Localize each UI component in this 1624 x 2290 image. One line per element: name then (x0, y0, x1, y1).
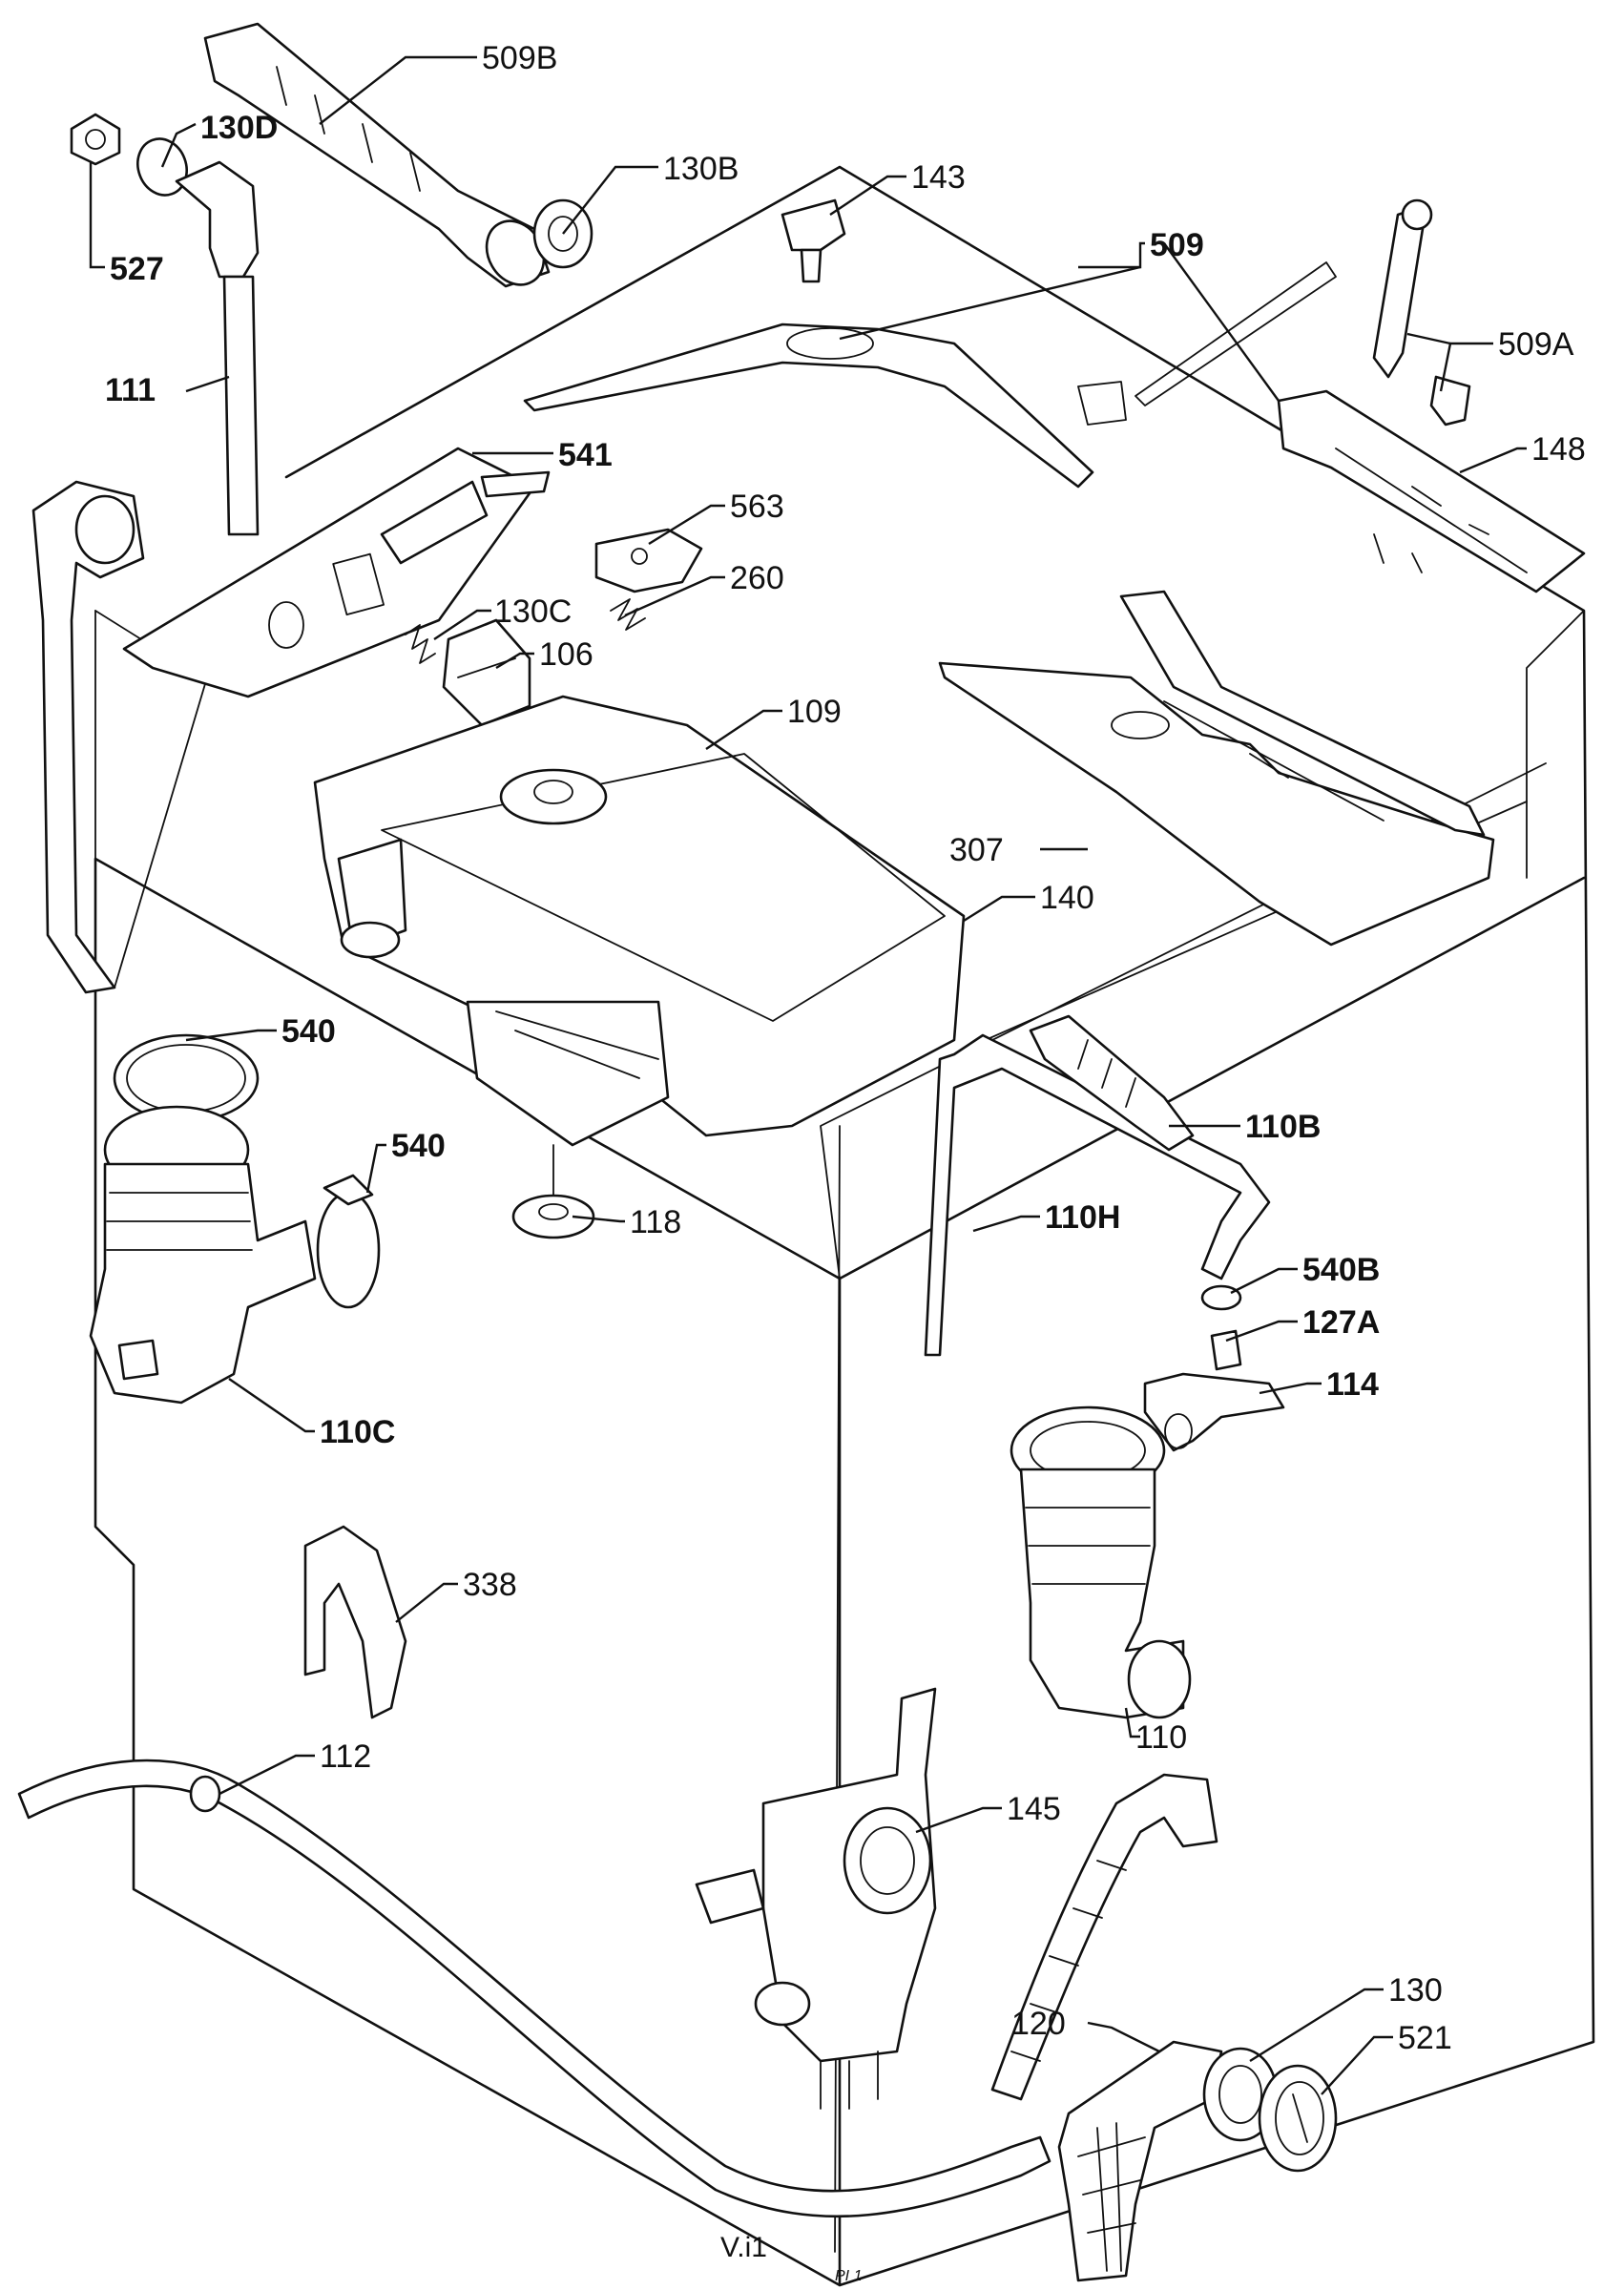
label-130c: 130C (494, 593, 572, 630)
hose-111 (31, 160, 260, 994)
leader-lines (89, 55, 1527, 2095)
footer-version: V.i1 (720, 2232, 767, 2263)
label-509: 509 (1150, 227, 1204, 263)
sump-bellows-110 (1010, 1405, 1192, 1719)
label-541: 541 (558, 437, 613, 473)
label-130d: 130D (200, 110, 278, 146)
label-148: 148 (1531, 431, 1586, 468)
knob-143 (781, 198, 846, 283)
link-509a (1372, 198, 1471, 427)
clamp-540 (323, 1174, 374, 1206)
clip-338 (303, 1525, 407, 1719)
impeller-118 (511, 1144, 595, 1239)
lever-509 (523, 261, 1337, 489)
label-110h: 110H (1045, 1199, 1120, 1236)
pump-145 (695, 1687, 937, 2110)
label-106: 106 (539, 636, 593, 673)
label-130b: 130B (663, 151, 739, 187)
cap-521 (1258, 2064, 1338, 2173)
filter-120 (1057, 2040, 1223, 2282)
label-521: 521 (1398, 2020, 1452, 2056)
label-118: 118 (630, 1204, 681, 1240)
label-109: 109 (787, 694, 842, 730)
bellows-110c (89, 1033, 381, 1405)
hose-110h (924, 1014, 1271, 1357)
label-127a: 127A (1302, 1304, 1380, 1341)
switch-106 (405, 618, 531, 727)
label-540b: 540B (1302, 1252, 1380, 1288)
label-114: 114 (1326, 1366, 1379, 1403)
part-labels: 509B 130D 130B 527 143 509 509A 111 541 … (105, 40, 1586, 2056)
drawer-307 (938, 590, 1495, 947)
label-307: 307 (949, 832, 1004, 868)
label-527: 527 (110, 251, 164, 287)
label-509b: 509B (482, 40, 557, 76)
corrugated-hose (990, 1773, 1218, 2101)
label-143: 143 (911, 159, 966, 196)
label-540-top: 540 (281, 1013, 336, 1050)
label-563: 563 (730, 489, 784, 525)
clamp-540b (1200, 1284, 1242, 1311)
bracket-541 (122, 447, 551, 698)
drawer-148 (1277, 389, 1586, 593)
label-338: 338 (463, 1567, 517, 1603)
label-112: 112 (320, 1738, 371, 1775)
label-130: 130 (1388, 1972, 1443, 2009)
label-110c: 110C (320, 1414, 395, 1450)
label-110b: 110B (1245, 1109, 1321, 1145)
lock-plate-563 (594, 528, 703, 593)
label-140: 140 (1040, 880, 1094, 916)
nipple-127a (1210, 1329, 1242, 1371)
label-509a: 509A (1498, 326, 1574, 363)
nut-527 (70, 113, 121, 166)
label-111: 111 (105, 372, 156, 408)
label-145: 145 (1007, 1791, 1061, 1827)
footer-mark: PI 1 (835, 2268, 862, 2284)
sensor-114 (1143, 1372, 1285, 1452)
label-540-mid: 540 (391, 1128, 446, 1164)
drain-hose-112 (17, 1759, 1051, 2218)
label-260: 260 (730, 560, 784, 596)
label-120: 120 (1011, 2006, 1066, 2042)
detergent-housing-109 (313, 695, 966, 1147)
label-110: 110 (1135, 1719, 1187, 1756)
